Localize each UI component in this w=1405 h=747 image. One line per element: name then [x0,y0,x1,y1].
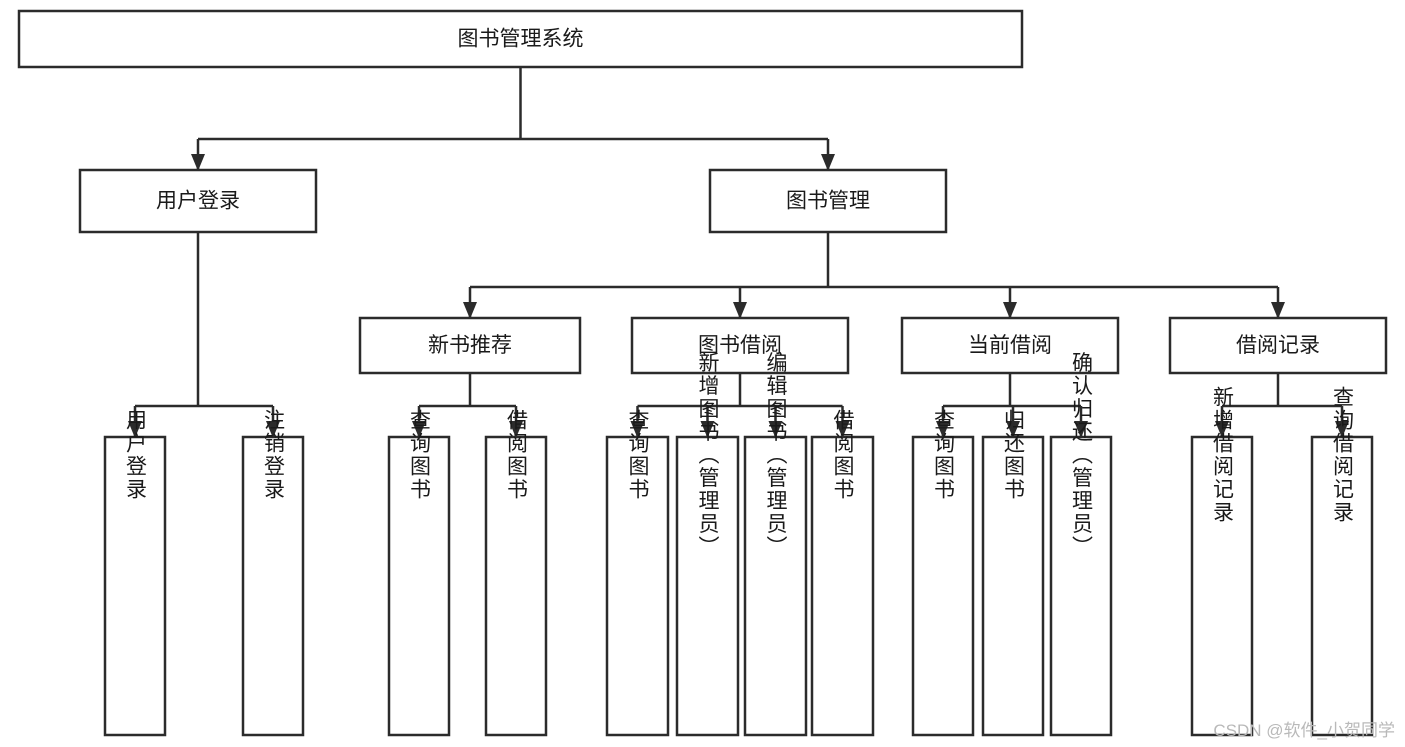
node-box[interactable] [630,316,850,375]
arrow-head-icon [936,421,950,438]
arrow-head-icon [463,302,477,319]
level2-node-book-management[interactable]: 图书管理 [708,168,948,234]
leaf-node-leaf-borrow-add-admin[interactable]: 新增图书（管理员） [675,352,740,737]
node-box[interactable] [1049,435,1113,737]
leaf-node-leaf-current-confirm-admin[interactable]: 确认归还（管理员） [1049,352,1113,737]
node-label: 新增图书（管理员） [696,352,720,559]
node-label: 编辑图书（管理员） [764,352,788,559]
arrow-head-icon [1003,302,1017,319]
node-label: 查询图书 [932,409,956,501]
arrow-head-icon [1074,421,1088,438]
node-label: 图书借阅 [698,334,782,357]
node-label: 借阅记录 [1236,334,1320,357]
leaf-node-leaf-borrow-borrow[interactable]: 借阅图书 [810,409,875,737]
node-box[interactable] [743,435,808,737]
node-label: 当前借阅 [968,334,1052,357]
node-box[interactable] [103,435,167,737]
level3-node-borrow-record[interactable]: 借阅记录 [1168,316,1388,375]
node-boxes: 图书管理系统用户登录图书管理新书推荐图书借阅当前借阅借阅记录用户登录注销登录查询… [17,9,1388,737]
leaf-node-leaf-user-login[interactable]: 用户登录 [103,409,167,737]
node-box[interactable] [810,435,875,737]
node-label: 确认归还（管理员） [1070,352,1094,559]
node-box[interactable] [387,435,451,737]
node-box[interactable] [605,435,670,737]
node-label: 借阅图书 [505,409,529,501]
node-box[interactable] [484,435,548,737]
node-label: 归还图书 [1002,409,1026,501]
node-box[interactable] [708,168,948,234]
node-label: 用户登录 [124,409,148,501]
arrow-head-icon [630,421,645,438]
root-node-book-management-system[interactable]: 图书管理系统 [17,9,1024,69]
leaf-node-leaf-record-query[interactable]: 查询借阅记录 [1310,386,1374,737]
node-box[interactable] [675,435,740,737]
node-box[interactable] [17,9,1024,69]
arrow-head-icon [191,154,205,171]
node-box[interactable] [1168,316,1388,375]
node-label: 查询图书 [408,409,432,501]
level3-node-current-borrow[interactable]: 当前借阅 [900,316,1120,375]
node-box[interactable] [358,316,582,375]
level2-node-user-login[interactable]: 用户登录 [78,168,318,234]
leaf-node-leaf-recommend-query[interactable]: 查询图书 [387,409,451,737]
arrow-head-icon [1271,302,1285,319]
node-box[interactable] [981,435,1045,737]
leaf-node-leaf-record-add[interactable]: 新增借阅记录 [1190,386,1254,737]
node-label: 图书管理系统 [458,28,584,51]
node-label: 图书管理 [786,190,870,213]
node-box[interactable] [900,316,1120,375]
node-box[interactable] [911,435,975,737]
node-label: 新增借阅记录 [1211,386,1235,524]
arrow-head-icon [821,154,835,171]
arrow-head-icon [768,421,783,438]
arrow-head-icon [1215,421,1229,438]
leaf-node-leaf-current-return[interactable]: 归还图书 [981,409,1045,737]
arrow-head-icon [1006,421,1020,438]
leaf-node-leaf-borrow-edit-admin[interactable]: 编辑图书（管理员） [743,352,808,737]
level3-node-new-book-recommend[interactable]: 新书推荐 [358,316,582,375]
node-box[interactable] [1310,435,1374,737]
node-label: 借阅图书 [831,409,855,501]
leaf-node-leaf-borrow-query[interactable]: 查询图书 [605,409,670,737]
node-label: 查询图书 [626,409,650,501]
node-label: 用户登录 [156,190,240,213]
leaf-node-leaf-user-logout[interactable]: 注销登录 [241,409,305,737]
arrow-head-icon [128,421,142,438]
node-box[interactable] [78,168,318,234]
arrow-head-icon [266,421,280,438]
arrow-head-icon [733,302,747,319]
arrow-head-icon [509,421,523,438]
arrow-head-icon [1335,421,1349,438]
leaf-node-leaf-current-query[interactable]: 查询图书 [911,409,975,737]
node-label: 新书推荐 [428,334,512,357]
arrow-head-icon [700,421,715,438]
level3-node-book-borrow[interactable]: 图书借阅 [630,316,850,375]
node-box[interactable] [1190,435,1254,737]
arrow-head-icon [835,421,850,438]
node-label: 查询借阅记录 [1331,386,1355,524]
node-label: 注销登录 [262,409,286,501]
arrow-head-icon [412,421,426,438]
node-box[interactable] [241,435,305,737]
connector-lines [128,67,1349,438]
leaf-node-leaf-recommend-borrow[interactable]: 借阅图书 [484,409,548,737]
